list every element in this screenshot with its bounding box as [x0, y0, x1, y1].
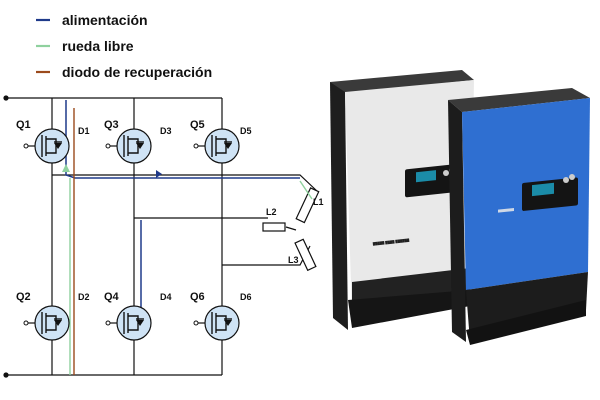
- mosfet-icon: [34, 128, 70, 164]
- inverter-bridge-circuit: L1 L2 L3 Q1 D1: [3, 95, 324, 378]
- diode-label: D2: [78, 292, 90, 302]
- diode-icon: [54, 143, 62, 149]
- transistor-label: Q2: [16, 291, 31, 303]
- power-arrow-icon: [156, 170, 162, 178]
- inverter-product-image: █████ ████ ██████: [330, 70, 590, 345]
- mosfet-q1: Q1 D1: [16, 119, 90, 164]
- transistor-label: Q3: [104, 119, 119, 131]
- inductor-icon: L3: [288, 238, 317, 272]
- legend-label-recovery: diodo de recuperación: [62, 64, 212, 80]
- mosfet-icon: [34, 305, 70, 341]
- load-label-l1: L1: [313, 197, 324, 207]
- inverter-unit-blue: [448, 88, 590, 345]
- transistor-label: Q5: [190, 119, 205, 131]
- legend-item-freewheel: rueda libre: [36, 38, 134, 54]
- diode-icon: [224, 320, 232, 326]
- transistor-label: Q4: [104, 291, 120, 303]
- diode-icon: [54, 320, 62, 326]
- diode-icon: [136, 320, 144, 326]
- inductor-icon: L1: [295, 187, 324, 224]
- legend-label-power: alimentación: [62, 12, 148, 28]
- diode-label: D6: [240, 292, 252, 302]
- diode-label: D4: [160, 292, 172, 302]
- mosfet-q4: Q4 D4: [104, 291, 172, 341]
- load-label-l3: L3: [288, 255, 299, 265]
- legend-item-recovery: diodo de recuperación: [36, 64, 212, 80]
- load-label-l2: L2: [266, 207, 277, 217]
- svg-text:█████ ████ ██████: █████ ████ ██████: [372, 238, 410, 246]
- inverter-unit-white: █████ ████ ██████: [330, 70, 474, 330]
- transistor-label: Q6: [190, 291, 205, 303]
- mosfet-icon: [204, 128, 240, 164]
- diode-label: D5: [240, 126, 252, 136]
- diode-label: D1: [78, 126, 90, 136]
- diode-icon: [224, 143, 232, 149]
- inductor-icon: L2: [262, 207, 286, 232]
- freewheel-arrow-icon: [62, 164, 70, 172]
- legend: alimentación rueda libre diodo de recupe…: [36, 12, 212, 80]
- mosfet-q3: Q3 D3: [104, 119, 172, 164]
- legend-label-freewheel: rueda libre: [62, 38, 134, 54]
- mosfet-q5: Q5 D5: [190, 119, 252, 164]
- output-wire-a: [52, 174, 319, 193]
- mosfet-icon: [116, 305, 152, 341]
- power-current-path: [65, 100, 300, 179]
- diode-label: D3: [160, 126, 172, 136]
- mosfet-icon: [116, 128, 152, 164]
- freewheel-load-path: [299, 180, 313, 200]
- mosfet-q6: Q6 D6: [190, 291, 252, 341]
- mosfet-icon: [204, 305, 240, 341]
- transistor-label: Q1: [16, 119, 31, 131]
- diode-icon: [136, 143, 144, 149]
- star-wire: [285, 226, 297, 231]
- mosfet-q2: Q2 D2: [16, 291, 90, 341]
- legend-item-power: alimentación: [36, 12, 148, 28]
